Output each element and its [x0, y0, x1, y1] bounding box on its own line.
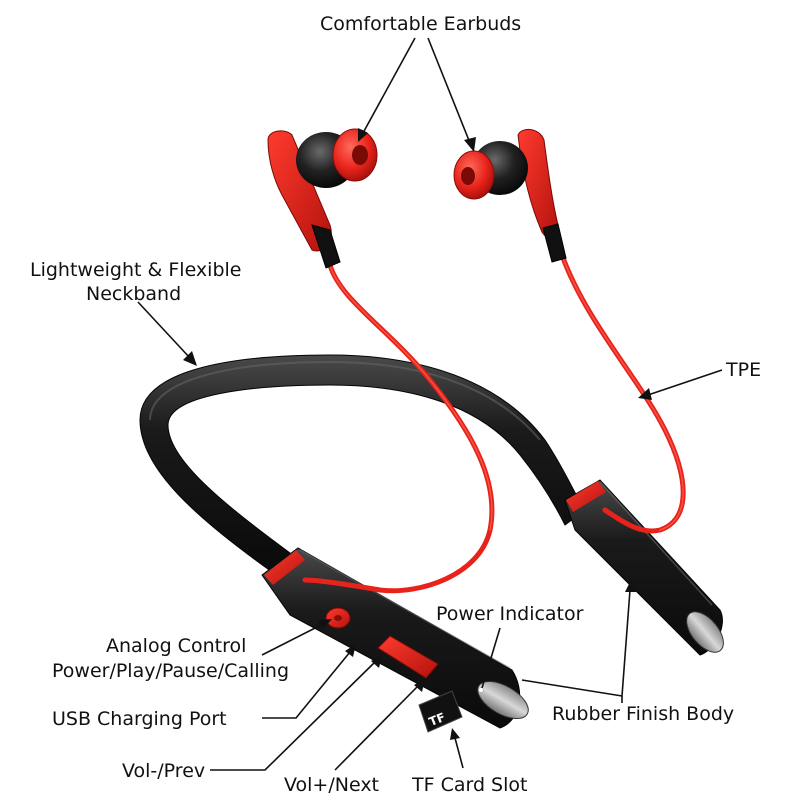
label-analog-line1: Analog Control	[106, 635, 246, 657]
cables	[302, 252, 686, 594]
label-analog-line2: Power/Play/Pause/Calling	[52, 660, 289, 682]
left-module	[261, 547, 529, 729]
label-rubber-body: Rubber Finish Body	[552, 703, 734, 725]
label-tf-slot: TF Card Slot	[411, 774, 527, 796]
analog-control-button[interactable]	[325, 607, 351, 629]
label-tpe: TPE	[725, 359, 761, 381]
labels: Comfortable Earbuds Lightweight & Flexib…	[30, 13, 761, 796]
right-earbud	[453, 128, 567, 263]
tf-card-text: TF	[427, 710, 447, 729]
label-vol-minus: Vol-/Prev	[122, 760, 205, 782]
label-neckband-line2: Neckband	[86, 283, 181, 305]
tf-card: TF	[418, 690, 463, 733]
label-power-indicator: Power Indicator	[436, 603, 584, 625]
power-indicator-led	[478, 687, 484, 693]
label-vol-plus: Vol+/Next	[284, 774, 379, 796]
label-usb: USB Charging Port	[52, 708, 227, 730]
volume-rocker[interactable]	[377, 635, 439, 679]
right-module	[564, 479, 724, 656]
neckband	[139, 354, 586, 573]
leader-lines	[137, 37, 723, 771]
label-earbuds: Comfortable Earbuds	[320, 13, 521, 35]
label-neckband-line1: Lightweight & Flexible	[30, 259, 242, 281]
left-earbud	[267, 128, 378, 269]
